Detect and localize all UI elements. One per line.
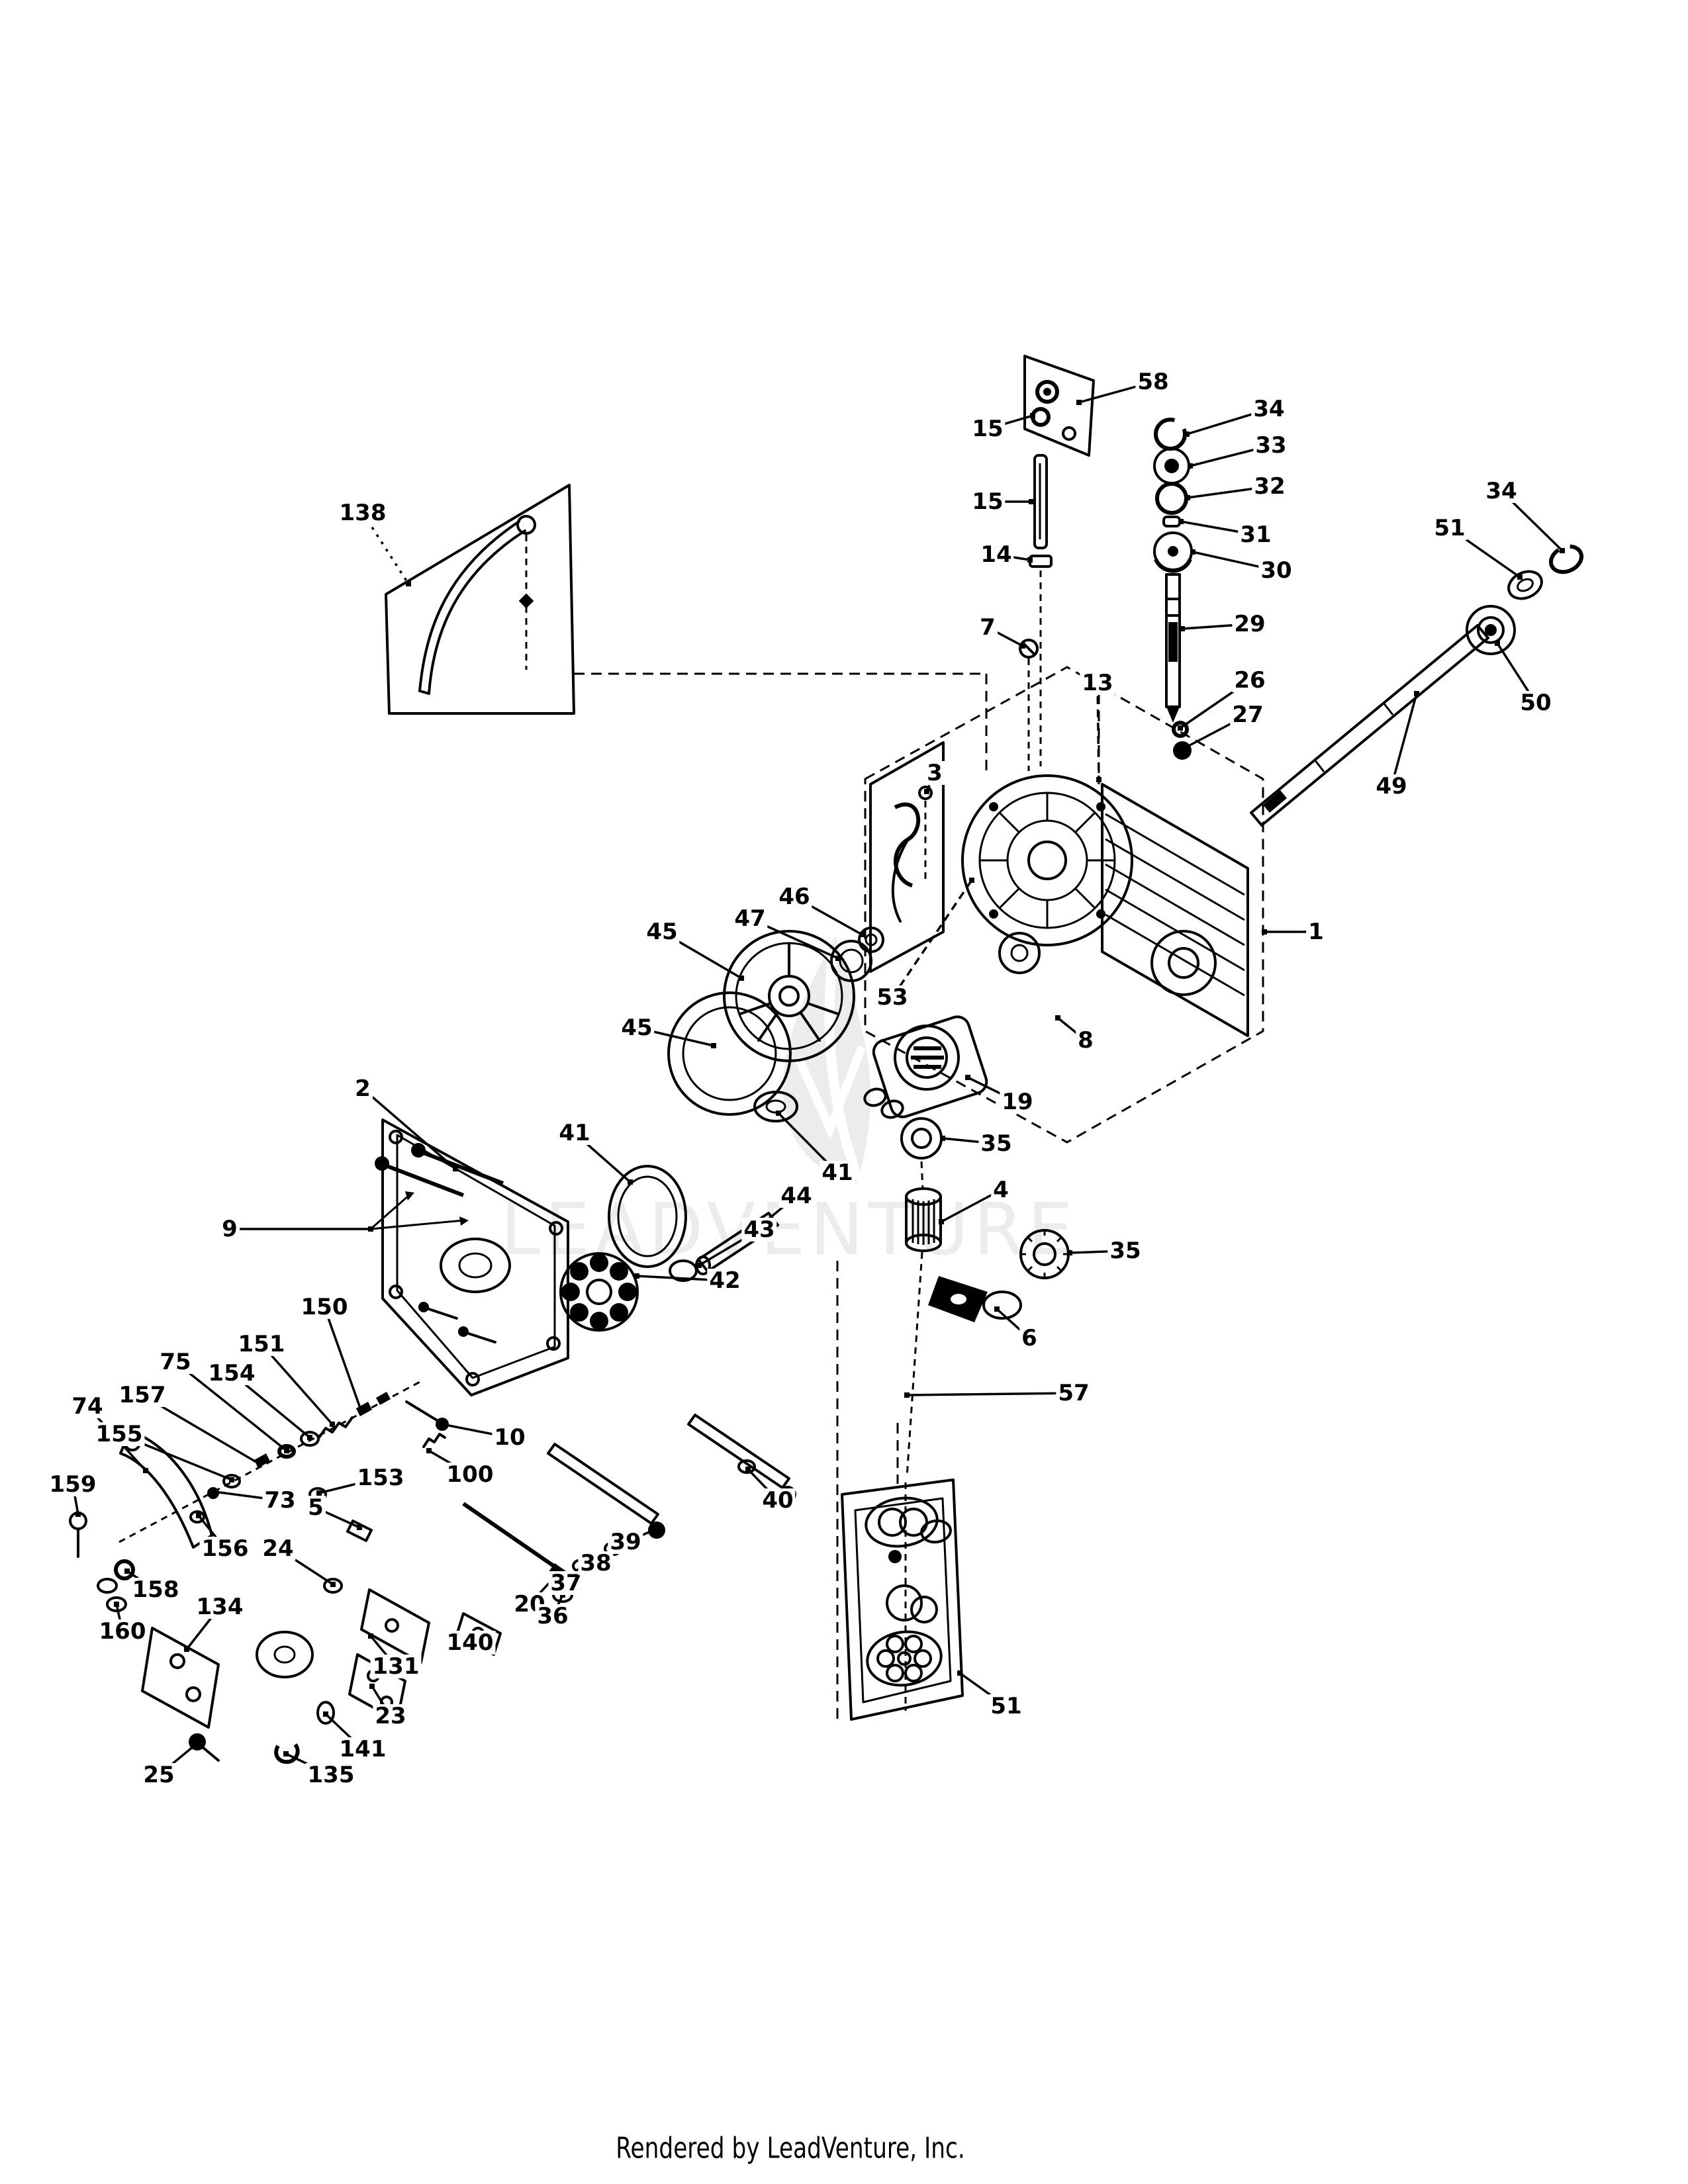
axle-shaft-assembly (1250, 544, 1584, 827)
brake-lever-assembly (69, 1379, 449, 1612)
case-bolts (462, 1414, 796, 1603)
pump-gear-cluster (667, 927, 884, 1116)
end-cap-plate (370, 1118, 569, 1396)
charge-pump-body (863, 1015, 988, 1191)
footer-credit: Rendered by LeadVenture, Inc. (616, 2131, 965, 2165)
watermark-flame-logo-icon (782, 936, 870, 1183)
splined-coupling (905, 1187, 942, 1478)
mounting-brackets (141, 1588, 502, 1764)
control-pin-stack (1019, 407, 1053, 771)
dipstick-detail-box (385, 484, 988, 771)
input-shaft-stack (1153, 418, 1193, 760)
pump-shaft-parts (559, 1091, 798, 1332)
transaxle-housing (864, 666, 1264, 1144)
upper-bracket (1023, 355, 1095, 457)
gerotor-detail-box (836, 1261, 964, 1721)
